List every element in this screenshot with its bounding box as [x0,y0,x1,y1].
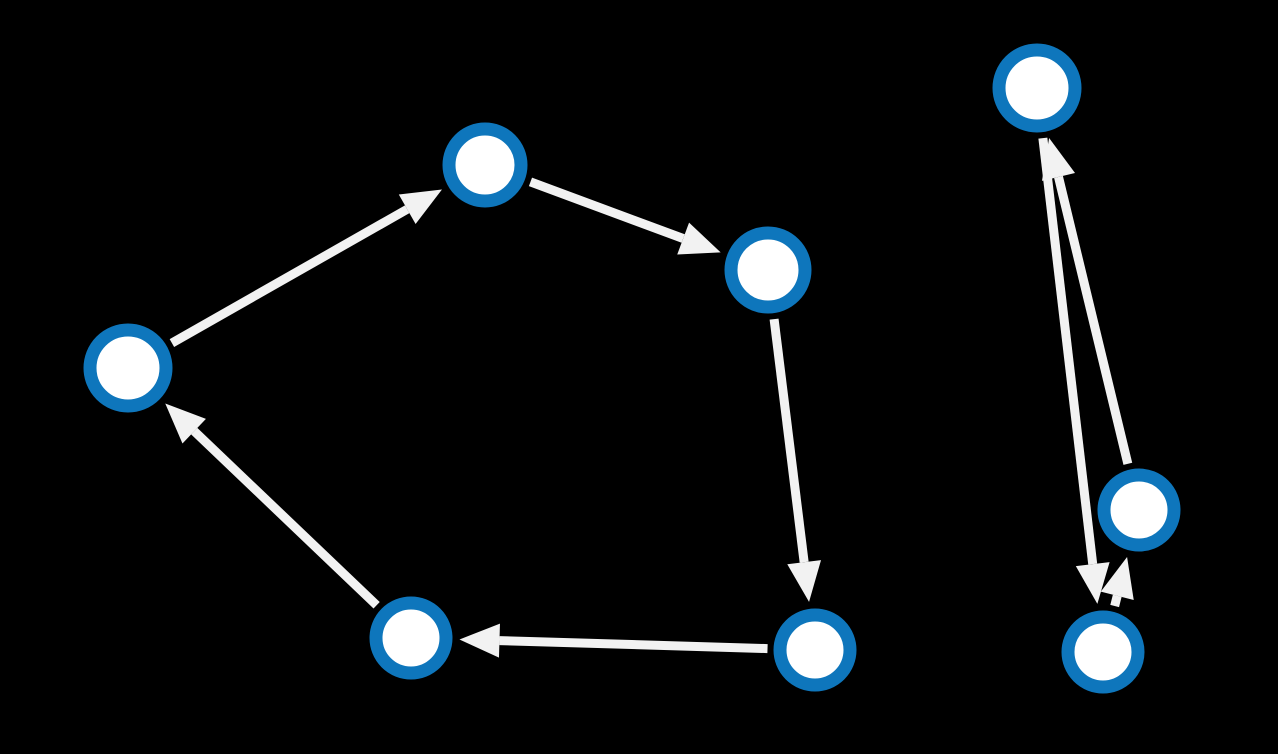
edge-arrowhead-icon [1075,562,1110,604]
node-circle [992,43,1082,133]
graph-node[interactable] [992,43,1082,133]
graph-edge[interactable] [1041,138,1133,465]
node-circle [1097,468,1181,552]
node-circle [83,323,173,413]
edge-line [528,177,685,243]
edge-arrowhead-icon [1100,557,1134,600]
edge-line [1038,137,1098,565]
edge-arrowhead-icon [398,189,442,225]
graph-edge[interactable] [528,177,721,255]
node-circle [442,122,528,208]
edge-line [1054,175,1133,465]
graph-node[interactable] [1061,610,1145,694]
edge-line [169,205,410,347]
edge-line [1110,594,1122,608]
edge-arrowhead-icon [459,623,500,658]
graph-edge[interactable] [165,403,380,609]
edge-arrowhead-icon [677,222,721,255]
graph-node[interactable] [724,226,812,314]
graph-node[interactable] [369,596,453,680]
graph-node[interactable] [1097,468,1181,552]
edge-layer [165,137,1134,658]
graph-edge[interactable] [769,318,822,602]
edge-line [769,318,809,563]
node-circle [724,226,812,314]
node-layer [83,43,1181,694]
edge-arrowhead-icon [1041,138,1076,181]
graph-edge[interactable] [1100,557,1134,608]
graph-node[interactable] [83,323,173,413]
node-circle [369,596,453,680]
node-circle [1061,610,1145,694]
node-circle [773,608,857,692]
edge-arrowhead-icon [165,403,206,444]
graph-edge[interactable] [459,623,768,658]
edge-line [499,636,768,654]
edge-line [191,427,380,609]
graph-edge[interactable] [169,189,442,347]
graph-edge[interactable] [1038,137,1110,604]
graph-node[interactable] [773,608,857,692]
edge-arrowhead-icon [787,560,822,602]
graph-node[interactable] [442,122,528,208]
